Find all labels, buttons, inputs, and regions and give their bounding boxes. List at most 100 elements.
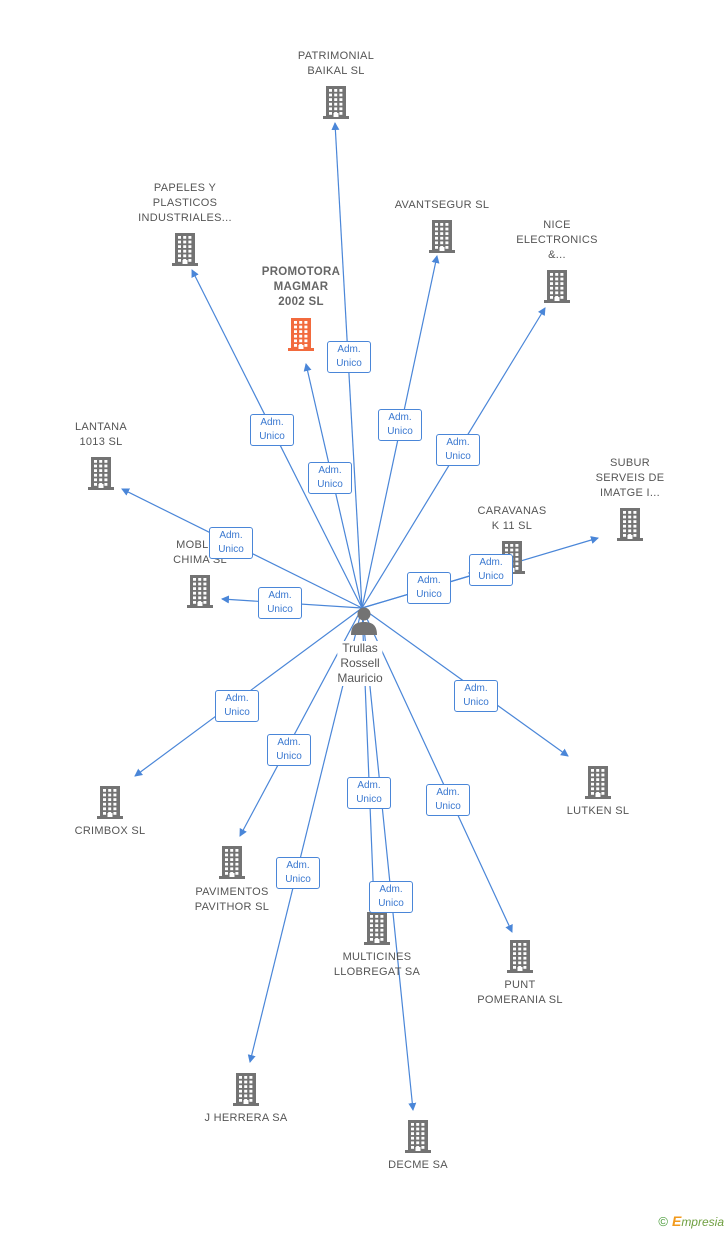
relation-label-text: Unico bbox=[285, 874, 311, 885]
company-label-line: J HERRERA SA bbox=[204, 1112, 288, 1124]
relation-label-text: Unico bbox=[387, 426, 413, 437]
company-label-line: POMERANIA SL bbox=[477, 994, 563, 1006]
edge-punt-pomerania bbox=[361, 607, 513, 933]
relation-label-text: Unico bbox=[336, 358, 362, 369]
building-icon[interactable] bbox=[403, 1119, 433, 1153]
company-label-subur-serveis[interactable]: SUBUR SERVEIS DE IMATGE I... bbox=[596, 456, 665, 501]
building-icon[interactable] bbox=[321, 85, 351, 119]
building-icon[interactable] bbox=[231, 1072, 261, 1106]
company-label-punt-pomerania[interactable]: PUNT POMERANIA SL bbox=[477, 978, 563, 1008]
building-icon[interactable] bbox=[615, 507, 645, 541]
relation-label-text: Unico bbox=[435, 801, 461, 812]
company-label-line: SERVEIS DE bbox=[595, 472, 665, 484]
relation-label-multicines-llobregat[interactable]: Adm.Unico bbox=[347, 777, 391, 809]
relation-label-text: Unico bbox=[478, 571, 504, 582]
relation-label-text: Unico bbox=[378, 898, 404, 909]
relation-label-text: Adm. bbox=[446, 437, 470, 448]
relation-label-text: Unico bbox=[356, 794, 382, 805]
edge-decme bbox=[361, 607, 417, 1111]
relation-label-promotora-magmar[interactable]: Adm.Unico bbox=[308, 462, 352, 494]
company-label-line: K 11 SL bbox=[491, 520, 533, 532]
building-icon[interactable] bbox=[583, 765, 613, 799]
building-icon[interactable] bbox=[286, 317, 316, 351]
relation-label-papeles-plasticos[interactable]: Adm. Unico bbox=[250, 414, 294, 446]
person-name[interactable]: Trullas Rossell Mauricio bbox=[337, 641, 383, 686]
relation-label-patrimonial-baikal[interactable]: Adm. Unico bbox=[327, 341, 371, 373]
company-label-line: &... bbox=[548, 249, 566, 261]
company-label-line: 2002 SL bbox=[278, 296, 324, 308]
brand-name: mpresia bbox=[681, 1215, 724, 1229]
company-label-line: LANTANA bbox=[74, 421, 128, 433]
company-label-j-herrera[interactable]: J HERRERA SA bbox=[204, 1111, 287, 1126]
company-label-crimbox[interactable]: CRIMBOX SL bbox=[75, 824, 146, 839]
person-name-line: Rossell bbox=[340, 656, 380, 670]
company-label-line: PUNT bbox=[504, 979, 536, 991]
relation-label-text: Adm. bbox=[286, 860, 310, 871]
relation-label-text: Adm. bbox=[436, 787, 460, 798]
relation-label-nice-electronics[interactable]: Adm. Unico bbox=[436, 434, 480, 466]
building-icon[interactable] bbox=[542, 269, 572, 303]
relation-label-punt-pomerania[interactable]: Adm. Unico bbox=[426, 784, 470, 816]
company-label-patrimonial-baikal[interactable]: PATRIMONIAL BAIKAL SL bbox=[298, 49, 374, 79]
copyright-icon: © bbox=[658, 1213, 668, 1229]
relation-label-text: Adm. bbox=[277, 737, 301, 748]
company-label-avantsegur[interactable]: AVANTSEGUR SL bbox=[395, 198, 490, 213]
person-name-line: Trullas bbox=[342, 641, 378, 655]
building-icon[interactable] bbox=[185, 574, 215, 608]
company-label-lutken[interactable]: LUTKEN SL bbox=[567, 804, 630, 819]
company-label-decme[interactable]: DECME SA bbox=[388, 1158, 448, 1173]
company-label-line: IMATGE I... bbox=[600, 487, 660, 499]
building-icon[interactable] bbox=[362, 911, 392, 945]
company-label-line: NICE bbox=[543, 219, 571, 231]
relation-label-text: Adm. bbox=[479, 557, 503, 568]
brand-initial: E bbox=[671, 1213, 682, 1229]
building-icon[interactable] bbox=[427, 219, 457, 253]
company-label-line: CRIMBOX SL bbox=[74, 825, 146, 837]
company-label-line: PATRIMONIAL bbox=[297, 50, 375, 62]
relation-label-lutken[interactable]: Adm.Unico bbox=[454, 680, 498, 712]
relation-label-subur-serveis[interactable]: Adm. Unico bbox=[469, 554, 513, 586]
relation-label-lantana[interactable]: Adm.Unico bbox=[209, 527, 253, 559]
company-label-lantana[interactable]: LANTANA 1013 SL bbox=[75, 420, 127, 450]
company-label-line: AVANTSEGUR SL bbox=[394, 199, 490, 211]
company-label-line: MULTICINES bbox=[342, 951, 412, 963]
relation-label-text: Adm. bbox=[388, 412, 412, 423]
relation-label-text: Adm. bbox=[260, 417, 284, 428]
relation-label-text: Unico bbox=[445, 451, 471, 462]
relation-label-text: Adm. bbox=[268, 590, 292, 601]
relation-label-j-herrera[interactable]: Adm. Unico bbox=[276, 857, 320, 889]
relation-label-decme[interactable]: Adm.Unico bbox=[369, 881, 413, 913]
building-icon[interactable] bbox=[505, 939, 535, 973]
company-label-line: LUTKEN SL bbox=[566, 805, 630, 817]
relation-label-crimbox[interactable]: Adm.Unico bbox=[215, 690, 259, 722]
brand-logo: Empresia bbox=[672, 1213, 724, 1229]
person-icon[interactable] bbox=[349, 605, 379, 635]
relation-label-text: Unico bbox=[276, 751, 302, 762]
relation-label-text: Adm. bbox=[318, 465, 342, 476]
relation-label-avantsegur[interactable]: Adm. Unico bbox=[378, 409, 422, 441]
company-label-line: SUBUR bbox=[609, 457, 651, 469]
company-label-line: DECME SA bbox=[388, 1159, 448, 1171]
building-icon[interactable] bbox=[217, 845, 247, 879]
building-icon[interactable] bbox=[86, 456, 116, 490]
relation-label-text: Adm. bbox=[337, 344, 361, 355]
company-label-line: PAVIMENTOS bbox=[195, 886, 269, 898]
relation-label-mobles-chima[interactable]: Adm. Unico bbox=[258, 587, 302, 619]
relation-label-pavimentos-pavithor[interactable]: Adm. Unico bbox=[267, 734, 311, 766]
building-icon[interactable] bbox=[170, 232, 200, 266]
relation-label-text: Unico bbox=[267, 604, 293, 615]
building-icon[interactable] bbox=[95, 785, 125, 819]
person-name-line: Mauricio bbox=[337, 671, 383, 685]
relation-label-caravanas-k11[interactable]: Adm. Unico bbox=[407, 572, 451, 604]
company-label-line: BAIKAL SL bbox=[307, 65, 365, 77]
relation-label-text: Unico bbox=[416, 589, 442, 600]
relation-label-text: Unico bbox=[259, 431, 285, 442]
relation-label-text: Adm. bbox=[417, 575, 441, 586]
company-label-line: 1013 SL bbox=[79, 436, 123, 448]
